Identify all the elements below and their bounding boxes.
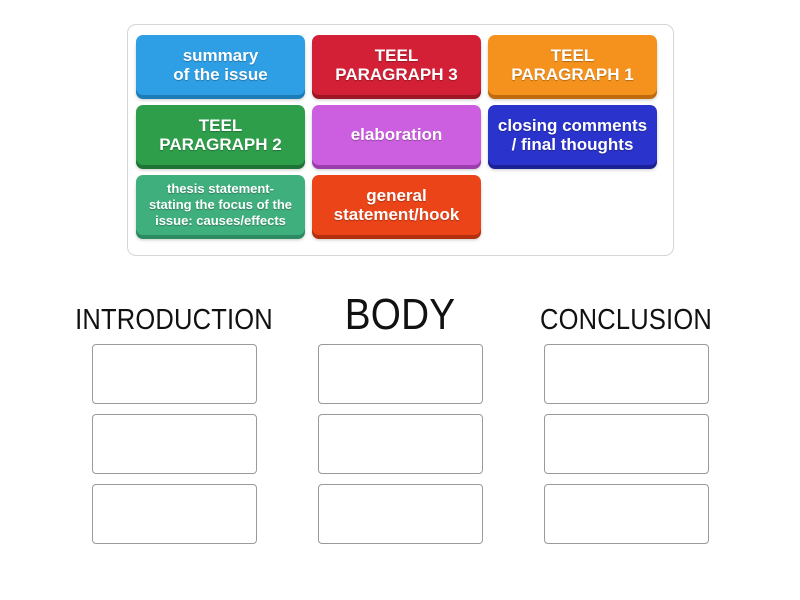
column-heading-introduction: INTRODUCTION — [75, 304, 273, 336]
draggable-tile-teel-paragraph-1[interactable]: TEEL PARAGRAPH 1 — [488, 35, 657, 95]
drop-zone-body-3[interactable] — [317, 484, 483, 544]
tile-row: TEEL PARAGRAPH 2 elaboration closing com… — [136, 105, 665, 167]
drop-zone-body-1[interactable] — [317, 344, 483, 404]
sorting-columns: INTRODUCTION BODY CONCLUSION — [0, 290, 800, 554]
drop-zone-cell — [287, 484, 513, 544]
draggable-tile-elaboration[interactable]: elaboration — [312, 105, 481, 165]
drop-zone-cell — [513, 414, 739, 474]
drop-zone-cell — [513, 344, 739, 404]
column-heading-body: BODY — [344, 290, 456, 339]
draggable-tile-summary[interactable]: summary of the issue — [136, 35, 305, 95]
drop-zone-introduction-1[interactable] — [91, 344, 257, 404]
draggable-tiles-tray: summary of the issue TEEL PARAGRAPH 3 TE… — [127, 24, 674, 256]
tile-row: thesis statement- stating the focus of t… — [136, 175, 665, 237]
drop-zone-cell — [61, 344, 287, 404]
draggable-tile-teel-paragraph-3[interactable]: TEEL PARAGRAPH 3 — [312, 35, 481, 95]
drop-zone-body-2[interactable] — [317, 414, 483, 474]
drop-zone-introduction-3[interactable] — [91, 484, 257, 544]
drop-zone-conclusion-3[interactable] — [543, 484, 709, 544]
draggable-tile-label: TEEL PARAGRAPH 1 — [511, 45, 634, 84]
drop-zone-cell — [287, 414, 513, 474]
draggable-tile-label: thesis statement- stating the focus of t… — [149, 181, 292, 228]
draggable-tile-label: closing comments / final thoughts — [497, 115, 648, 154]
tile-row-empty-space — [488, 175, 657, 235]
draggable-tile-label: summary of the issue — [173, 45, 268, 84]
draggable-tile-label: general statement/hook — [333, 185, 460, 224]
drop-zone-conclusion-1[interactable] — [543, 344, 709, 404]
draggable-tile-thesis-statement[interactable]: thesis statement- stating the focus of t… — [136, 175, 305, 235]
drop-zone-cell — [287, 344, 513, 404]
drop-zone-row — [0, 414, 800, 474]
drop-zone-conclusion-2[interactable] — [543, 414, 709, 474]
draggable-tile-teel-paragraph-2[interactable]: TEEL PARAGRAPH 2 — [136, 105, 305, 165]
drop-zone-row — [0, 344, 800, 404]
drop-zone-cell — [61, 414, 287, 474]
draggable-tile-label: elaboration — [350, 125, 443, 145]
tile-row: summary of the issue TEEL PARAGRAPH 3 TE… — [136, 35, 665, 97]
draggable-tile-label: TEEL PARAGRAPH 3 — [335, 45, 458, 84]
draggable-tile-closing-comments[interactable]: closing comments / final thoughts — [488, 105, 657, 165]
column-headings-row: INTRODUCTION BODY CONCLUSION — [0, 290, 800, 344]
drop-zone-cell — [61, 484, 287, 544]
column-heading-conclusion: CONCLUSION — [540, 304, 712, 336]
drop-zone-introduction-2[interactable] — [91, 414, 257, 474]
draggable-tile-general-statement[interactable]: general statement/hook — [312, 175, 481, 235]
draggable-tile-label: TEEL PARAGRAPH 2 — [159, 115, 282, 154]
drop-zone-row — [0, 484, 800, 544]
drop-zone-cell — [513, 484, 739, 544]
